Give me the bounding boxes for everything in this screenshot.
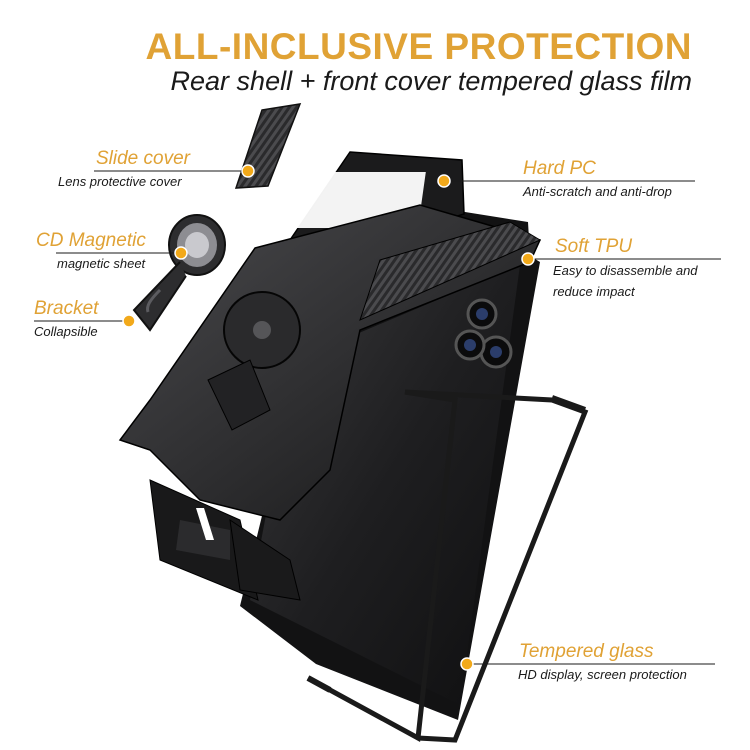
soft-tpu-desc-line2: reduce impact xyxy=(553,284,635,299)
slide-cover-desc: Lens protective cover xyxy=(58,174,182,189)
page-title: ALL-INCLUSIVE PROTECTION xyxy=(145,26,692,67)
cd-magnetic-desc: magnetic sheet xyxy=(57,256,146,271)
ring-holder-part xyxy=(132,214,226,332)
hard-pc-desc: Anti-scratch and anti-drop xyxy=(523,184,672,199)
soft-tpu-dot xyxy=(521,252,535,266)
tempered-glass-title: Tempered glass xyxy=(519,641,654,662)
cd-magnetic-title: CD Magnetic xyxy=(36,230,146,251)
tempered-glass-desc: HD display, screen protection xyxy=(518,667,687,682)
cd-magnetic-dot xyxy=(174,246,188,260)
tempered-glass-part xyxy=(306,389,589,743)
page-subtitle: Rear shell + front cover tempered glass … xyxy=(170,66,692,96)
soft-tpu-title: Soft TPU xyxy=(555,236,633,257)
tempered-glass-dot xyxy=(460,657,474,671)
hard-pc-title: Hard PC xyxy=(523,158,596,179)
bracket-dot xyxy=(122,314,136,328)
soft-tpu-desc-line1: Easy to disassemble and xyxy=(553,263,698,278)
case-shell-part xyxy=(118,151,542,601)
slide-cover-title: Slide cover xyxy=(96,148,190,169)
hard-pc-dot xyxy=(437,174,451,188)
slide-cover-dot xyxy=(241,164,255,178)
bracket-desc: Collapsible xyxy=(34,324,98,339)
bracket-title: Bracket xyxy=(34,298,99,319)
